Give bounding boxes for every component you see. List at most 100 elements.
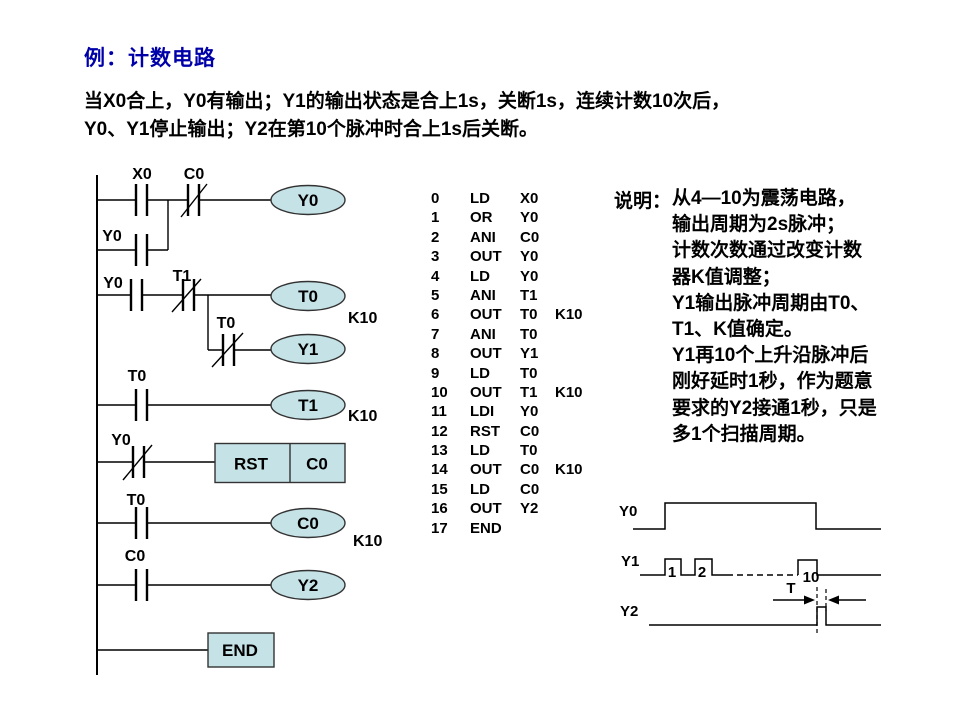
explanation-line: Y1输出脉冲周期由T0、	[672, 292, 870, 314]
description-line-2: Y0、Y1停止输出；Y2在第10个脉冲时合上1s后关断。	[84, 119, 538, 140]
contact-bars	[129, 279, 236, 366]
opcode: ANI	[470, 325, 496, 343]
operand: Y0	[520, 403, 539, 421]
pulse-number-2: 2	[698, 564, 706, 581]
waveform-y2	[649, 606, 881, 626]
rung2-wires	[97, 294, 271, 351]
addr: 9	[431, 364, 440, 382]
explanation-line: 器K值调整；	[672, 266, 781, 288]
rst-box	[214, 442, 346, 484]
explanation-label: 说明：	[614, 191, 672, 212]
operand: T0	[520, 442, 538, 460]
explanation-line: 要求的Y2接通1秒，只是	[672, 397, 877, 419]
nc-slash-c0	[180, 183, 208, 218]
coil-t0	[270, 280, 346, 312]
contact-bars	[131, 446, 146, 478]
addr: 2	[431, 228, 440, 246]
addr: 4	[431, 267, 440, 285]
opcode: ANI	[470, 228, 496, 246]
k-label-c0: K10	[353, 533, 382, 550]
instruction-row: 5 ANI T1	[431, 286, 595, 305]
interval-t-label: T	[786, 580, 795, 597]
contact-bars	[134, 507, 149, 539]
addr: 10	[431, 383, 448, 401]
explanation-line: 从4—10为震荡电路，	[672, 188, 856, 209]
contact-bars	[134, 389, 149, 421]
coil-label-y2: Y2	[298, 576, 319, 595]
opcode: LDI	[470, 403, 495, 421]
timing-label-y2: Y2	[620, 603, 638, 620]
rung1-wires	[97, 199, 271, 251]
opcode: END	[470, 519, 502, 537]
arrowhead-left-icon	[828, 595, 839, 605]
timing-label-y1: Y1	[621, 553, 639, 570]
k-label-t1: K10	[348, 408, 377, 425]
operand: C0	[520, 480, 540, 498]
k-value: K10	[555, 306, 583, 324]
operand: X0	[520, 190, 539, 207]
operand: T0	[520, 364, 538, 382]
operand: T1	[520, 286, 538, 304]
instruction-row: 4 LD Y0	[431, 267, 595, 286]
opcode: OUT	[470, 345, 502, 363]
addr: 16	[431, 500, 448, 518]
explanation-line: T1、K值确定。	[672, 319, 803, 341]
addr: 5	[431, 286, 440, 304]
contact-label-x0: X0	[132, 166, 152, 183]
coil-y1	[270, 333, 346, 365]
timing-label-y0: Y0	[619, 503, 637, 520]
operand: Y1	[520, 345, 539, 363]
coil-label-c0: C0	[297, 514, 319, 533]
coil-label-y1: Y1	[298, 340, 319, 359]
coil-y0	[270, 184, 346, 216]
opcode: OR	[470, 209, 493, 227]
addr: 7	[431, 325, 440, 343]
nc-slash-y0	[122, 444, 153, 481]
instruction-row: 12 RST C0	[431, 422, 595, 441]
opcode: LD	[470, 190, 490, 207]
addr: 3	[431, 248, 440, 266]
addr: 0	[431, 190, 440, 207]
end-box	[207, 632, 275, 668]
explanation-line: 计数次数通过改变计数	[672, 240, 863, 262]
contact-label-t1: T1	[173, 268, 192, 285]
k-value: K10	[555, 461, 583, 479]
explanation-line: 多1个扫描周期。	[672, 423, 816, 445]
addr: 15	[431, 480, 448, 498]
opcode: OUT	[470, 248, 502, 266]
instruction-row: 7 ANI T0	[431, 325, 595, 344]
rst-box-operand: C0	[306, 455, 328, 474]
contact-label-t0-r5: T0	[127, 492, 146, 509]
operand: Y0	[520, 267, 539, 285]
opcode: LD	[470, 480, 490, 498]
opcode: LD	[470, 267, 490, 285]
k-value: K10	[555, 383, 583, 401]
operand: T1	[520, 383, 538, 401]
operand: C0	[520, 422, 540, 440]
opcode: OUT	[470, 461, 502, 479]
operand: T0	[520, 325, 538, 343]
waveform-y0	[633, 502, 881, 530]
description-line-1: 当X0合上，Y0有输出；Y1的输出状态是合上1s，关断1s，连续计数10次后，	[84, 91, 731, 112]
addr: 12	[431, 422, 448, 440]
contact-label-y0-r2: Y0	[103, 275, 123, 292]
k-label-t0: K10	[348, 310, 377, 327]
instruction-row: 15 LD C0	[431, 480, 595, 499]
description: 当X0合上，Y0有输出；Y1的输出状态是合上1s，关断1s，连续计数10次后， …	[84, 88, 730, 144]
addr: 14	[431, 461, 448, 479]
rst-box-op: RST	[234, 455, 269, 474]
opcode: ANI	[470, 286, 496, 304]
opcode: RST	[470, 422, 500, 440]
waveform-y1-pulses	[640, 558, 727, 576]
